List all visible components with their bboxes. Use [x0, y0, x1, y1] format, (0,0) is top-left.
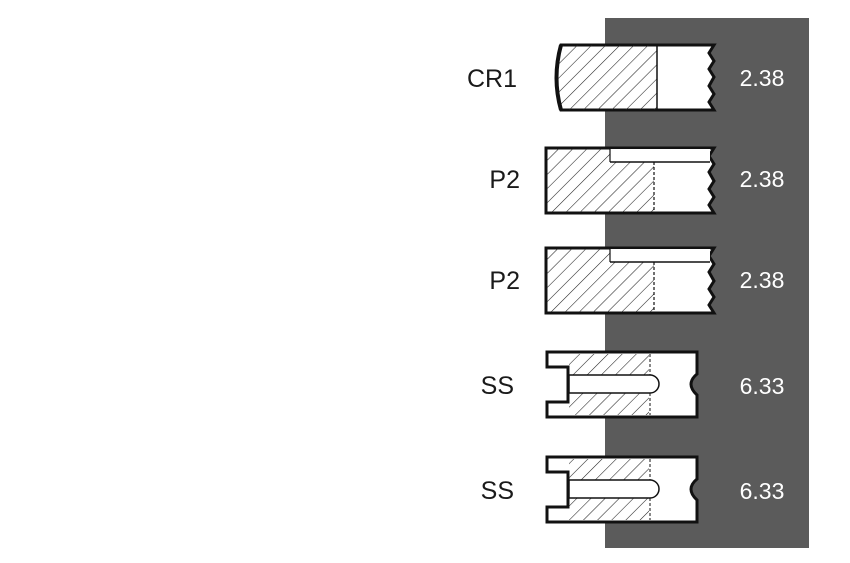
ring-thickness-value: 2.38: [740, 267, 785, 293]
ring-label: P2: [489, 267, 520, 295]
ring-profile-ss: [545, 455, 699, 524]
ring-row-cr1: CR1 2.38: [467, 43, 785, 112]
ring-thickness-value: 2.38: [740, 65, 785, 91]
ring-label: SS: [481, 477, 514, 505]
ring-profile-ss: [545, 350, 699, 419]
ring-profile-p2: [544, 146, 717, 215]
ring-label: CR1: [467, 65, 517, 93]
ring-thickness-value: 6.33: [740, 373, 785, 399]
ring-thickness-value: 2.38: [740, 166, 785, 192]
ring-row-ss-a: SS 6.33: [481, 350, 785, 419]
ring-row-p2-a: P2 2.38: [489, 146, 785, 215]
ring-profile-p2: [544, 246, 717, 315]
ring-label: P2: [489, 166, 520, 194]
ring-row-ss-b: SS 6.33: [481, 455, 785, 524]
ring-profile-cr1: [554, 43, 717, 112]
ring-label: SS: [481, 372, 514, 400]
ring-row-p2-b: P2 2.38: [489, 246, 785, 315]
ring-thickness-value: 6.33: [740, 478, 785, 504]
